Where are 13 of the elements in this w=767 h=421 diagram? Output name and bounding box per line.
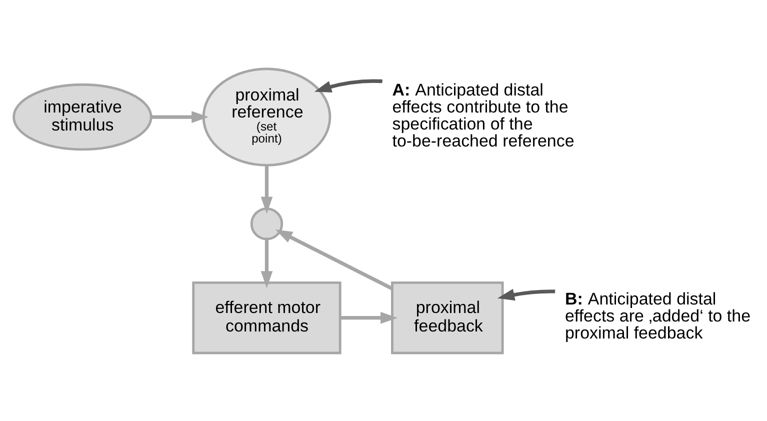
arrow <box>496 288 555 300</box>
node-box: efferent motor commands <box>192 280 341 354</box>
node-ellipse: imperative stimulus <box>12 82 152 150</box>
node-text: A: Anticipated distal effects contribute to the specification of the to-be-reached reference <box>392 80 574 150</box>
arrow <box>260 164 272 214</box>
arrow <box>150 110 208 122</box>
arrow <box>274 228 393 290</box>
node-circle <box>250 206 283 240</box>
node-box: proximal feedback <box>390 280 504 354</box>
arrow <box>260 238 272 288</box>
arrow <box>340 311 398 324</box>
arrow <box>314 78 382 92</box>
node-text: B: Anticipated distal effects are ‚added‘ to the proximal feedback <box>564 289 750 342</box>
